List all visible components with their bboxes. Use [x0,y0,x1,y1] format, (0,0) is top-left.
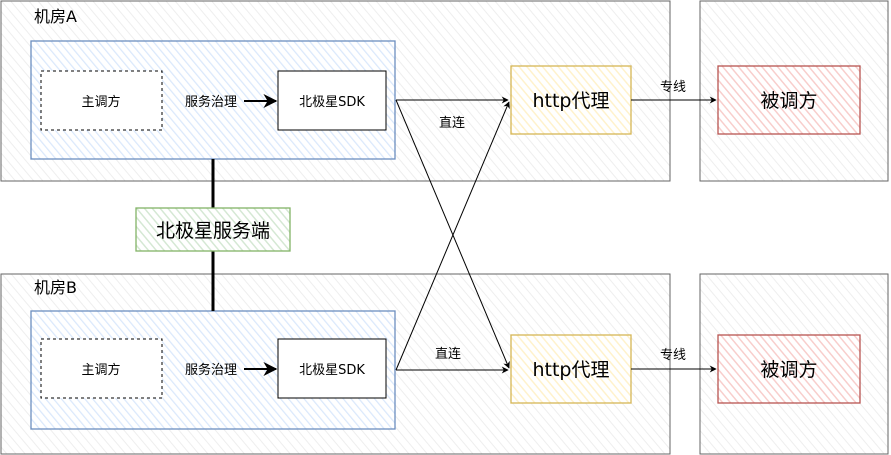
room-b-title: 机房B [34,278,77,297]
room-a-caller-box [40,70,163,131]
room-a-callee-box [717,65,861,135]
room-a-sdk-box [277,70,387,131]
room-b-proxy-label: http代理 [532,359,609,381]
room-a-sdk-label: 北极星SDK [299,95,365,110]
room-a-title: 机房A [34,7,77,26]
room-b-to-room-a-proxy-arrow [395,101,510,371]
room-a-dedicated-label: 专线 [660,80,686,95]
room-b-caller-box [40,338,163,399]
room-a-to-room-b-proxy-arrow [395,99,510,369]
room-a: 机房A 主调方 服务治理 北极星SDK http代理 [0,0,671,182]
room-b-sdk-box [277,338,387,399]
room-b-governance-label: 服务治理 [185,362,237,378]
room-b-callee-box [717,334,861,404]
room-b-dedicated-label: 专线 [660,348,686,363]
room-b: 机房B 主调方 服务治理 北极星SDK http代理 [0,273,671,455]
room-b-callee-label: 被调方 [760,359,817,381]
room-a-direct-label: 直连 [439,115,465,131]
connections: 直连 直连 专线 专线 [395,80,717,374]
room-b-direct-label: 直连 [435,346,461,362]
polaris-server-box [135,207,291,252]
server-link: 北极星服务端 [135,159,291,311]
room-a-callee-zone: 被调方 [699,0,889,182]
room-b-proxy-box [510,334,632,404]
room-b-sdk-label: 北极星SDK [299,363,365,378]
room-b-callee-zone: 被调方 [699,273,889,455]
room-a-proxy-label: http代理 [532,90,609,112]
room-a-governance-label: 服务治理 [185,94,237,110]
room-a-caller-label: 主调方 [81,94,120,110]
room-a-callee-label: 被调方 [760,90,817,112]
polaris-server-label: 北极星服务端 [156,220,270,242]
room-b-caller-label: 主调方 [81,362,120,378]
